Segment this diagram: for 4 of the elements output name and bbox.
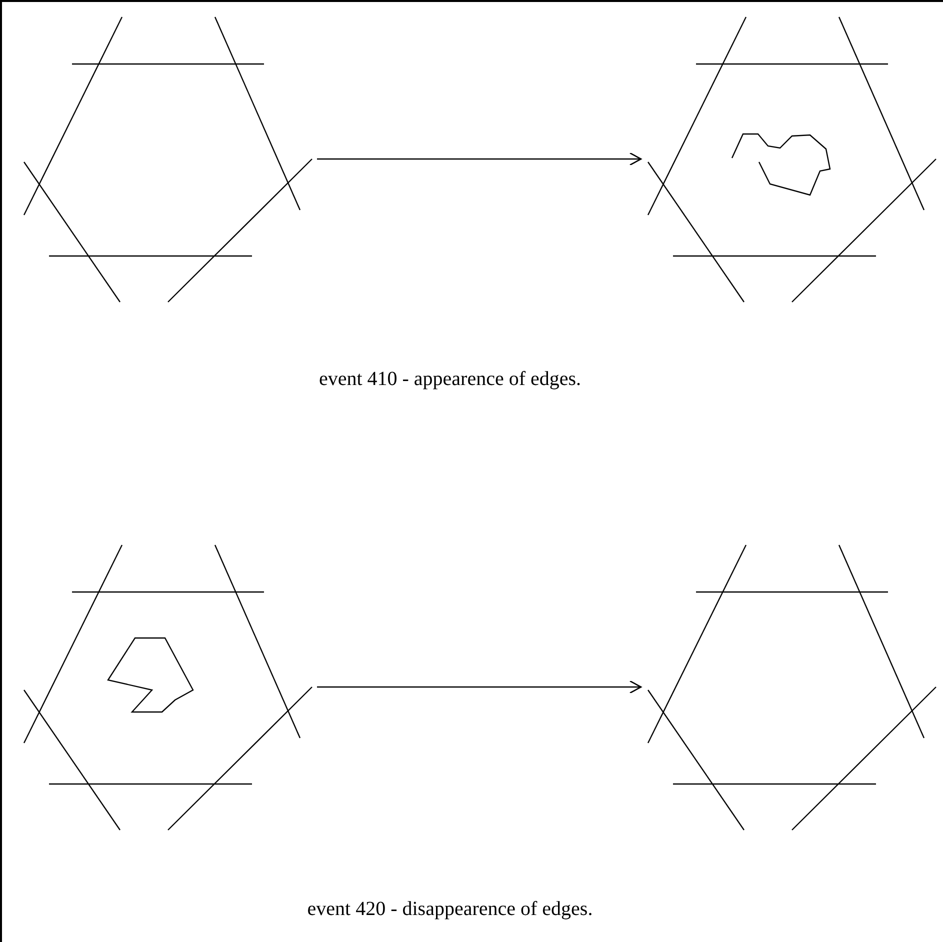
caption: event 410 - appearence of edges. [318,368,582,391]
arrow [317,680,642,694]
caption: event 420 - disappearence of edges. [307,898,593,921]
arrow [317,152,642,166]
